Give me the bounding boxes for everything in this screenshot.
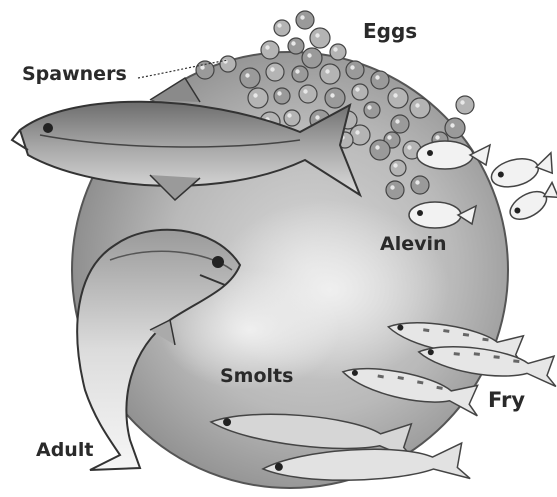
- egg: [320, 64, 340, 84]
- egg-highlight: [435, 135, 439, 139]
- egg: [261, 41, 279, 59]
- egg: [390, 160, 406, 176]
- egg-highlight: [200, 65, 204, 69]
- egg-highlight: [291, 41, 295, 45]
- egg: [288, 38, 304, 54]
- egg-highlight: [287, 113, 291, 117]
- egg: [248, 88, 268, 108]
- egg: [240, 68, 260, 88]
- egg-highlight: [415, 180, 419, 184]
- egg: [411, 176, 429, 194]
- egg-highlight: [393, 163, 397, 167]
- egg-highlight: [325, 69, 329, 73]
- egg-highlight: [355, 87, 359, 91]
- egg-highlight: [367, 105, 371, 109]
- egg-highlight: [277, 91, 281, 95]
- egg: [391, 115, 409, 133]
- egg-highlight: [415, 103, 419, 107]
- egg-highlight: [295, 69, 299, 73]
- egg-highlight: [265, 45, 269, 49]
- egg: [220, 56, 236, 72]
- label-smolts: Smolts: [220, 365, 293, 387]
- egg: [346, 61, 364, 79]
- egg: [296, 11, 314, 29]
- egg-highlight: [460, 100, 464, 104]
- egg: [274, 88, 290, 104]
- egg-highlight: [330, 93, 334, 97]
- egg-highlight: [253, 93, 257, 97]
- egg-highlight: [375, 75, 379, 79]
- egg: [352, 84, 368, 100]
- egg-highlight: [450, 123, 454, 127]
- egg: [284, 110, 300, 126]
- egg: [302, 48, 322, 68]
- egg-highlight: [407, 145, 411, 149]
- egg-highlight: [303, 89, 307, 93]
- egg-highlight: [245, 73, 249, 77]
- egg-highlight: [270, 67, 274, 71]
- egg: [292, 66, 308, 82]
- egg: [330, 44, 346, 60]
- egg: [196, 61, 214, 79]
- egg: [299, 85, 317, 103]
- egg-highlight: [387, 135, 391, 139]
- egg: [371, 71, 389, 89]
- egg: [410, 98, 430, 118]
- egg-highlight: [300, 15, 304, 19]
- egg-highlight: [277, 23, 281, 27]
- egg: [310, 28, 330, 48]
- egg: [388, 88, 408, 108]
- label-spawners: Spawners: [22, 63, 127, 85]
- egg-highlight: [333, 47, 337, 51]
- egg: [266, 63, 284, 81]
- egg: [456, 96, 474, 114]
- egg-highlight: [307, 53, 311, 57]
- egg: [386, 181, 404, 199]
- egg-highlight: [315, 115, 319, 119]
- label-alevin: Alevin: [380, 233, 447, 255]
- egg: [445, 118, 465, 138]
- egg-highlight: [395, 119, 399, 123]
- egg-highlight: [355, 130, 359, 134]
- label-fry: Fry: [488, 388, 525, 412]
- egg: [364, 102, 380, 118]
- label-adult: Adult: [36, 439, 93, 461]
- label-eggs: Eggs: [363, 19, 417, 43]
- egg-highlight: [315, 33, 319, 37]
- egg: [274, 20, 290, 36]
- egg-highlight: [390, 185, 394, 189]
- egg-highlight: [375, 145, 379, 149]
- egg: [325, 88, 345, 108]
- egg-highlight: [350, 65, 354, 69]
- egg: [370, 140, 390, 160]
- egg-highlight: [393, 93, 397, 97]
